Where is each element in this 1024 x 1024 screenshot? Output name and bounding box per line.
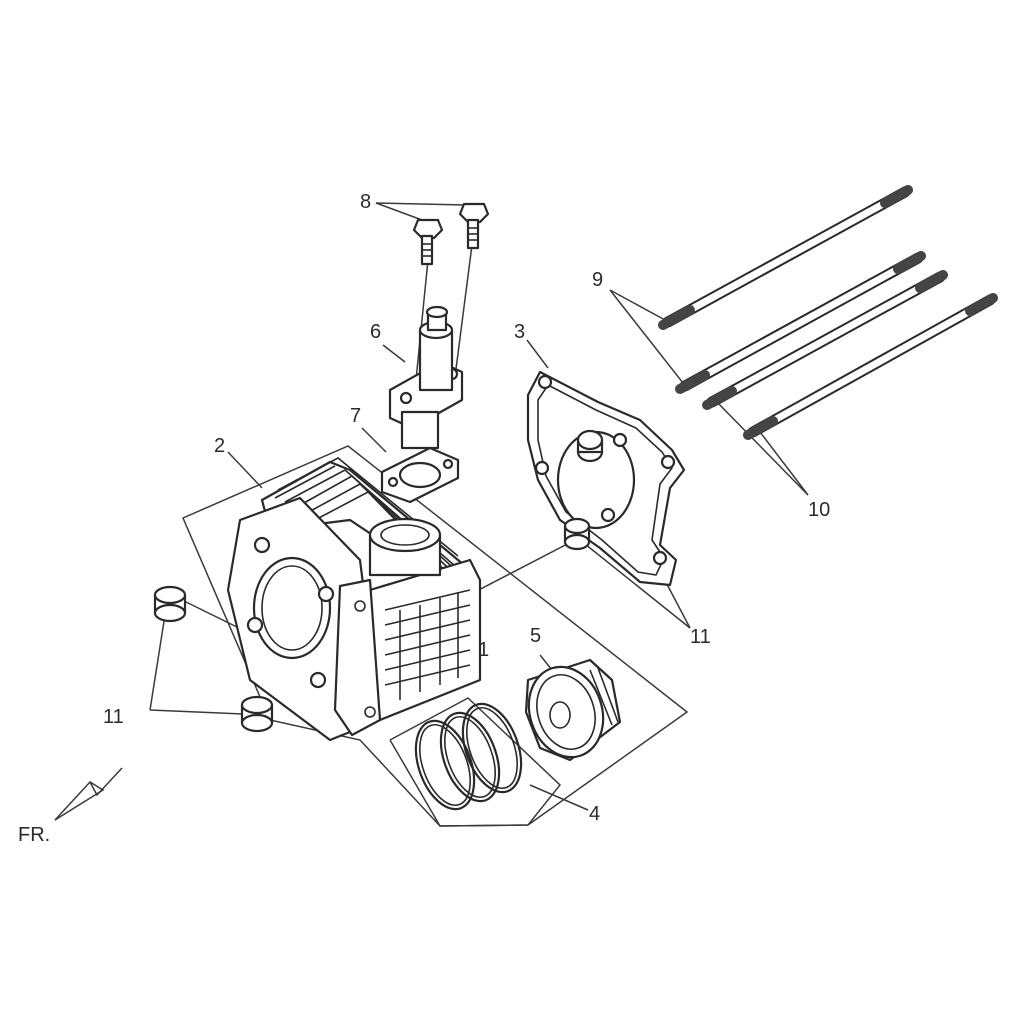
leader-3 — [526, 339, 549, 369]
dowel-pin-right — [563, 517, 591, 551]
leader-11l-b — [149, 709, 244, 715]
leader-8b — [375, 202, 467, 206]
callout-9: 9 — [592, 269, 604, 291]
stud-bolt-10b — [743, 293, 998, 440]
cylinder-block — [226, 457, 482, 742]
flange-bolts — [412, 202, 490, 266]
leader-11l-a — [149, 614, 166, 711]
cam-chain-tensioner — [388, 305, 464, 450]
stud-bolts — [658, 185, 998, 440]
leader-9b — [609, 289, 684, 384]
callout-11-right: 11 — [690, 626, 711, 648]
leader-2 — [227, 451, 263, 489]
front-direction-arrow-icon — [54, 767, 123, 821]
callout-6: 6 — [370, 321, 382, 343]
leader-11r-b — [579, 539, 691, 629]
leader-8a — [375, 202, 423, 221]
leader-6 — [382, 344, 406, 363]
dowel-pin-left-upper — [153, 585, 187, 623]
leader-7 — [361, 427, 387, 453]
piston — [524, 658, 622, 762]
leader-9a — [609, 289, 666, 321]
orientation-label: FR. — [18, 824, 51, 846]
leader-4 — [529, 784, 589, 811]
callout-5: 5 — [530, 625, 542, 647]
stud-bolt-9b — [675, 251, 926, 394]
leader-10b — [759, 431, 809, 496]
side-fin-lines — [384, 589, 471, 700]
tensioner-gasket — [380, 446, 460, 504]
callout-4: 4 — [589, 803, 601, 825]
dowel-pin-left-lower — [240, 695, 274, 733]
flange-bolt-right — [458, 202, 490, 250]
leader-dowel-to-cylinder — [181, 599, 244, 631]
callout-8: 8 — [360, 191, 372, 213]
gasket-dowel-pin — [576, 429, 604, 463]
stud-bolt-9a — [658, 185, 913, 330]
callout-2: 2 — [214, 435, 226, 457]
flange-bolt-left — [412, 218, 444, 266]
callout-7: 7 — [350, 405, 362, 427]
bolt-axis-left — [413, 239, 431, 401]
cylinder-base-gasket — [526, 370, 686, 587]
callout-3: 3 — [514, 321, 526, 343]
callout-10: 10 — [808, 499, 831, 521]
piston-rings — [414, 702, 523, 811]
piston-ring-group-outline — [389, 697, 562, 827]
leader-10a — [714, 399, 809, 496]
stud-bolt-10a — [702, 270, 948, 410]
callout-1: 1 — [478, 639, 490, 661]
callout-11-left: 11 — [103, 706, 124, 728]
